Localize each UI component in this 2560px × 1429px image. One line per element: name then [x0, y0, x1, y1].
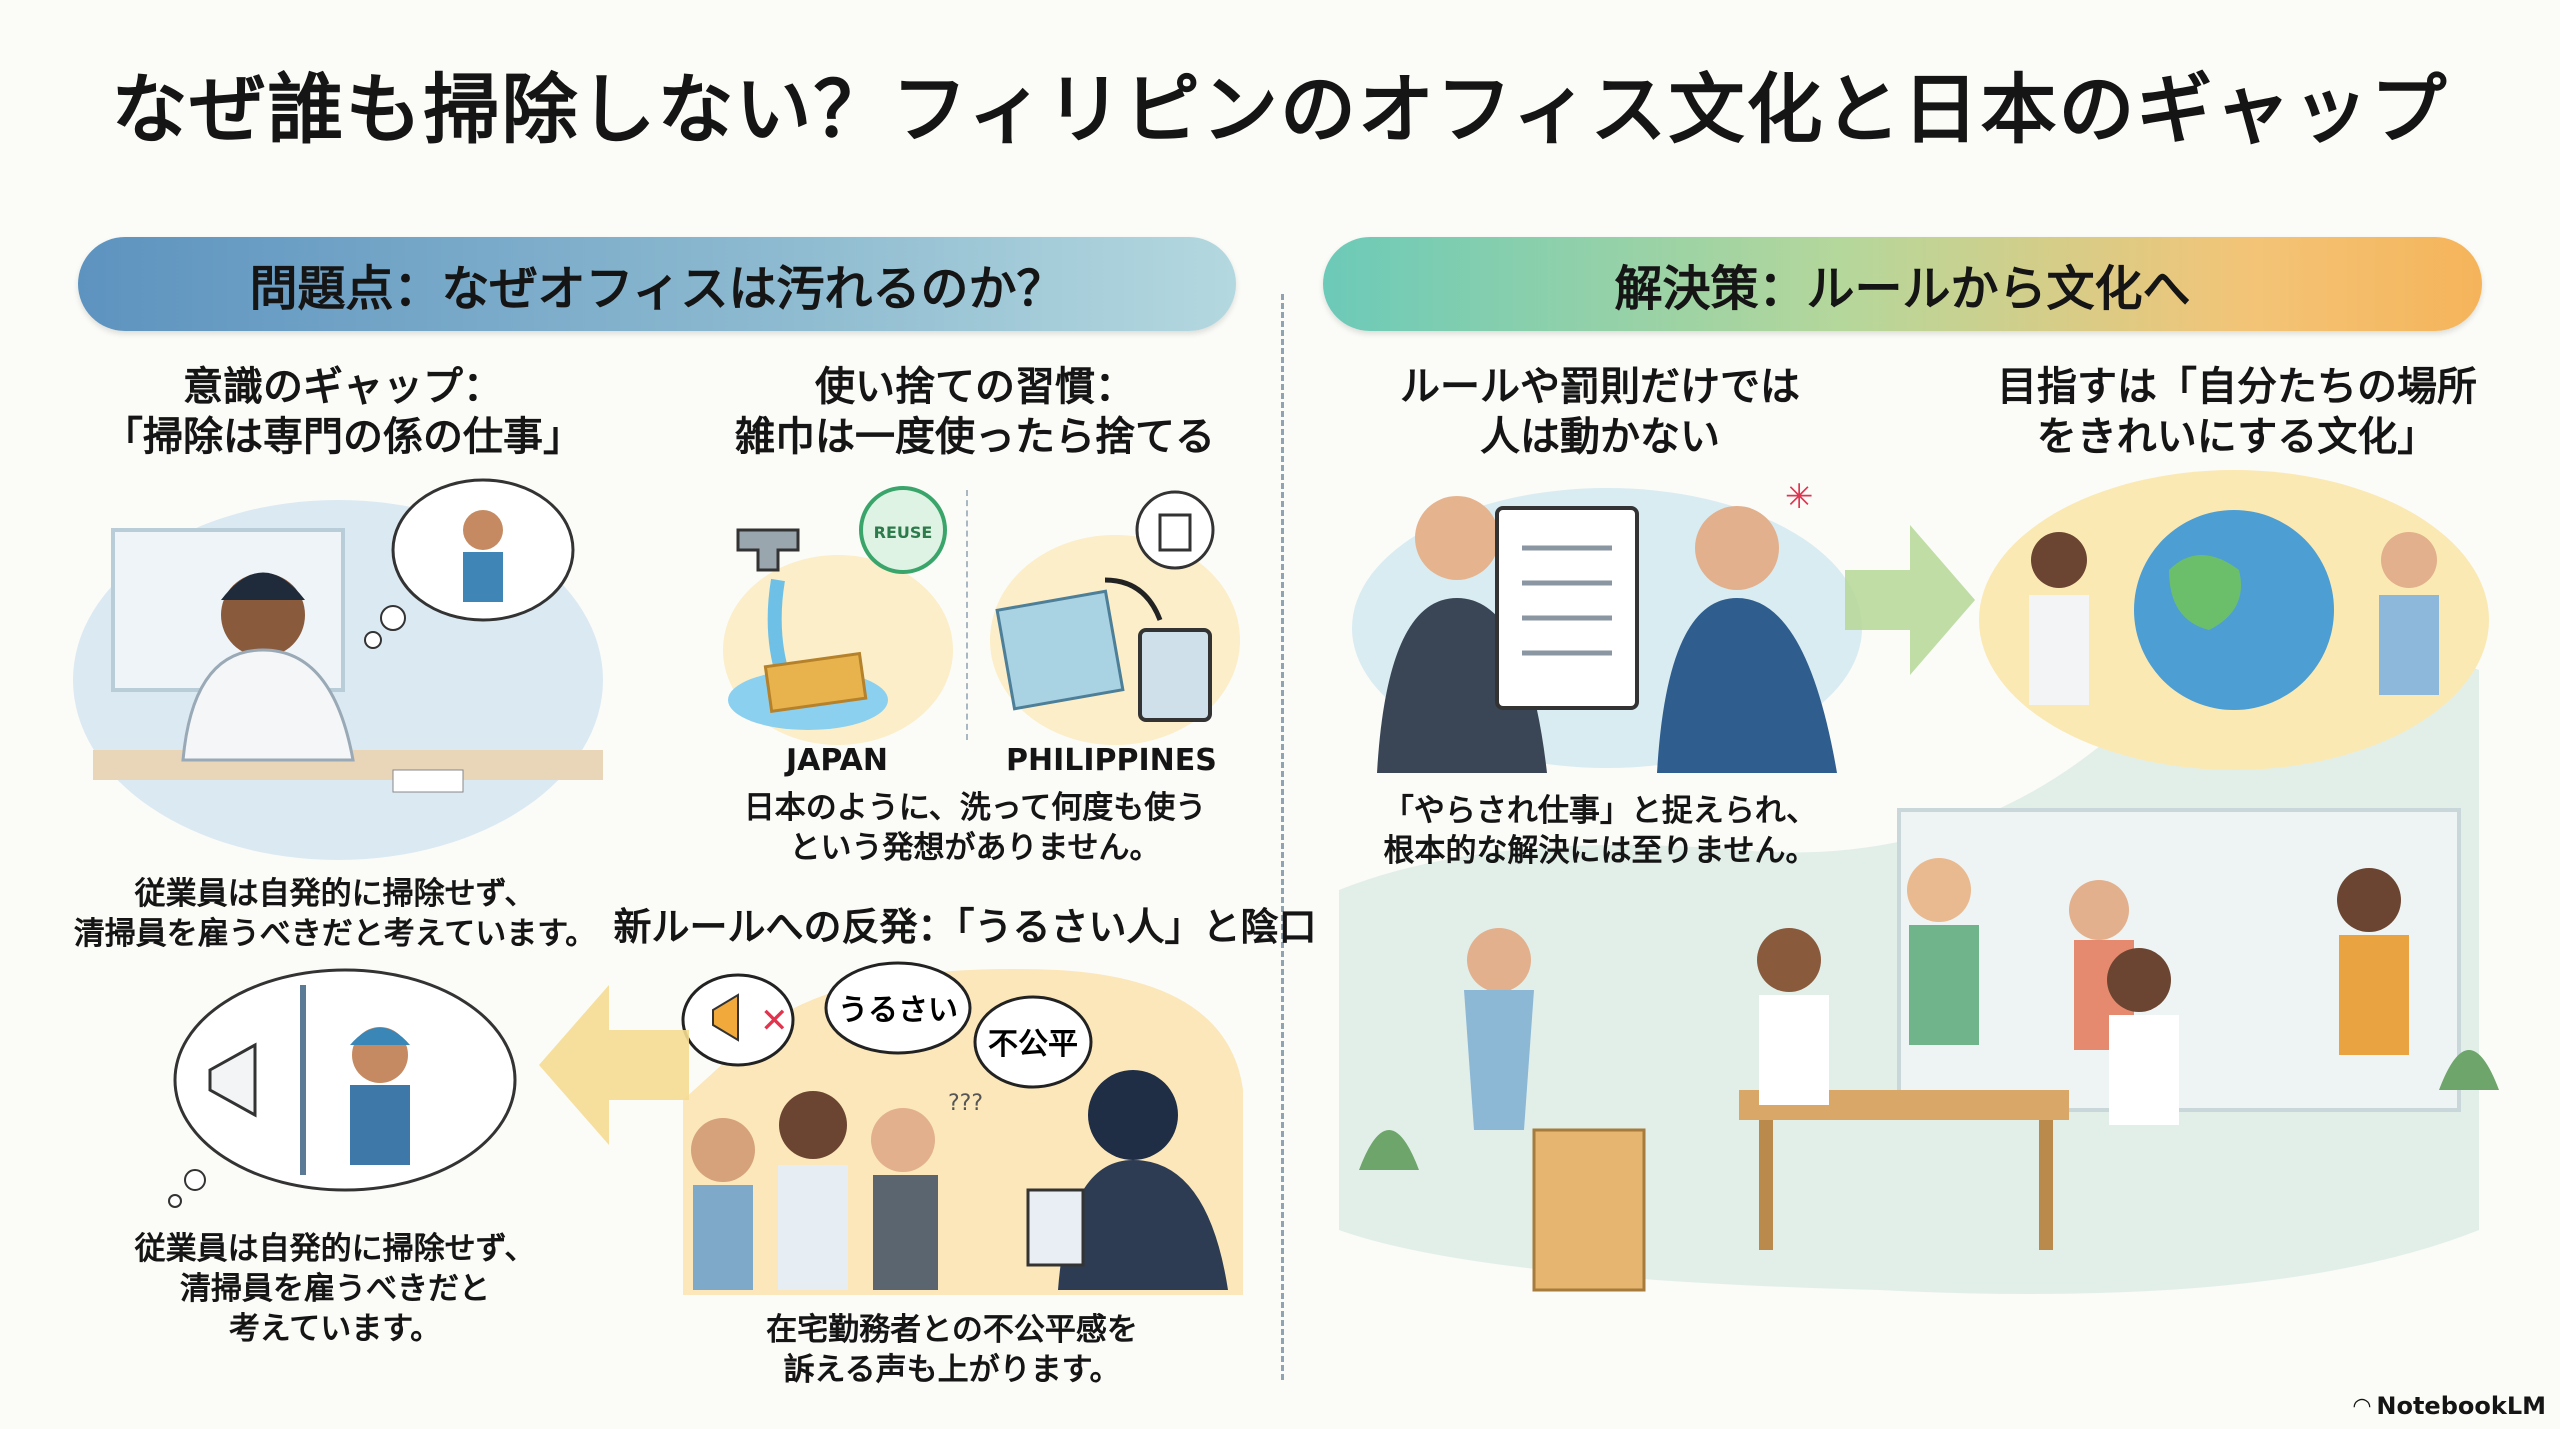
cleaner-caption-line1: 従業員は自発的に掃除せず、	[134, 1231, 536, 1267]
backlash-caption-line2: 訴える声も上がります。	[783, 1352, 1121, 1388]
disposable-heading-line1: 使い捨ての習慣：	[815, 364, 1135, 410]
rules-caption-line2: 根本的な解決には至りません。	[1383, 833, 1817, 869]
gap-heading: 意識のギャップ： 「掃除は専門の係の仕事」	[63, 362, 623, 462]
svg-text:✳: ✳	[1785, 477, 1814, 517]
rules-heading-line1: ルールや罰則だけでは	[1400, 364, 1800, 410]
disposable-caption-line2: という発想がありません。	[789, 830, 1161, 866]
globe-icon	[2134, 510, 2334, 710]
backlash-caption-line1: 在宅勤務者との不公平感を	[766, 1312, 1138, 1348]
rules-heading: ルールや罰則だけでは 人は動かない	[1320, 362, 1880, 462]
megaphone-icon	[208, 1042, 257, 1118]
backlash-heading: 新ルールへの反発：「うるさい人」と陰口	[613, 905, 1317, 949]
culture-heading-line1: 目指すは「自分たちの場所	[1997, 364, 2477, 410]
gap-heading-line2: 「掃除は専門の係の仕事」	[103, 414, 583, 460]
disposable-caption: 日本のように、洗って何度も使う という発想がありません。	[665, 788, 1285, 868]
office-culture-illustration	[1339, 470, 2499, 1294]
philippines-dispose-illustration	[990, 490, 1240, 745]
label-japan: JAPAN	[786, 743, 888, 778]
culture-heading-line2: をきれいにする文化」	[2036, 414, 2438, 460]
cleaner-caption: 従業員は自発的に掃除せず、 清掃員を雇うべきだと 考えています。	[25, 1229, 645, 1349]
page-title: なぜ誰も掃除しない？フィリピンのオフィス文化と日本のギャップ	[111, 65, 2449, 154]
disposable-heading-line2: 雑巾は一度使ったら捨てる	[735, 414, 1215, 460]
rules-caption-line1: 「やらされ仕事」と捉えられ、	[1382, 793, 1818, 829]
speech-bubble-unfair: 不公平	[988, 1027, 1078, 1062]
cleaner-thought-illustration	[168, 968, 517, 1208]
compare-divider	[966, 490, 968, 740]
svg-text:✕: ✕	[760, 1001, 789, 1041]
checklist-icon	[1495, 506, 1639, 710]
rules-caption: 「やらされ仕事」と捉えられ、 根本的な解決には至りません。	[1290, 791, 1910, 871]
rules-boss-illustration: ✳	[1352, 477, 1862, 773]
gap-caption-line2: 清掃員を雇うべきだと考えています。	[73, 916, 597, 952]
backlash-caption: 在宅勤務者との不公平感を 訴える声も上がります。	[642, 1310, 1262, 1390]
brand-label: NotebookLM	[2376, 1392, 2546, 1420]
rules-heading-line2: 人は動かない	[1480, 414, 1720, 460]
cleaner-caption-line2: 清掃員を雇うべきだと	[180, 1271, 490, 1307]
japan-reuse-illustration: REUSE	[723, 486, 953, 745]
gap-heading-line1: 意識のギャップ：	[183, 364, 503, 410]
problem-header: 問題点：なぜオフィスは汚れるのか？	[78, 237, 1236, 331]
gap-caption: 従業員は自発的に掃除せず、 清掃員を雇うべきだと考えています。	[25, 874, 645, 954]
culture-heading: 目指すは「自分たちの場所 をきれいにする文化」	[1957, 362, 2517, 462]
brand: ◠ NotebookLM	[2353, 1392, 2546, 1420]
label-philippines: PHILIPPINES	[1006, 743, 1217, 778]
speech-bubble-urusai: うるさい	[838, 993, 958, 1028]
disposable-caption-line1: 日本のように、洗って何度も使う	[743, 790, 1207, 826]
office-worker-illustration	[73, 478, 603, 860]
confused-marks: ???	[948, 1091, 983, 1116]
disposable-heading: 使い捨ての習慣： 雑巾は一度使ったら捨てる	[695, 362, 1255, 462]
reuse-icon-text: REUSE	[874, 523, 933, 542]
trash-can-icon	[1138, 628, 1212, 722]
cleaner-caption-line3: 考えています。	[228, 1311, 442, 1347]
right-arrow	[1845, 525, 1975, 675]
backlash-crowd-illustration: ✕ うるさい 不公平 ???	[681, 961, 1243, 1295]
solution-header: 解決策：ルールから文化へ	[1323, 237, 2482, 331]
reuse-icon	[859, 486, 947, 574]
section-divider	[1281, 294, 1284, 1380]
gap-caption-line1: 従業員は自発的に掃除せず、	[134, 876, 536, 912]
notebooklm-logo-icon: ◠	[2353, 1393, 2371, 1419]
left-arrow	[539, 985, 689, 1145]
